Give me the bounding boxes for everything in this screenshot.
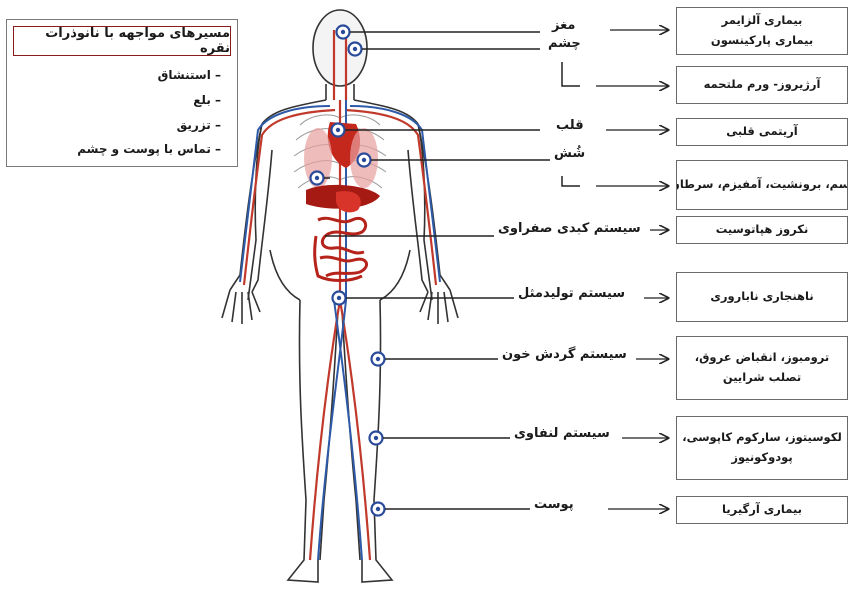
organs (304, 122, 380, 281)
disease-text: بیماری پارکینسون (711, 31, 813, 51)
disease-box-reproductive: ناهنجاری ناباروری (676, 272, 848, 322)
disease-text: آسم، برونشیت، آمفیزم، سرطان (676, 175, 848, 195)
disease-box-lung: آسم، برونشیت، آمفیزم، سرطان (676, 160, 848, 210)
disease-box-brain: بیماری آلزایمر بیماری پارکینسون (676, 7, 848, 55)
disease-text: ناهنجاری ناباروری (710, 287, 813, 307)
disease-box-circulatory: ترومبوز، انقباض عروق، تصلب شرایین (676, 336, 848, 400)
disease-text: بیماری آلزایمر (722, 11, 803, 31)
organ-label-circulatory: سیستم گردش خون (502, 347, 627, 362)
organ-label-skin: پوست (534, 497, 574, 512)
disease-text: نکروز هپاتوسیت (716, 220, 809, 240)
disease-text: تصلب شرایین (723, 368, 801, 388)
disease-text: لکوسیتوز، سارکوم کاپوسی، (682, 428, 842, 448)
disease-box-lymphatic: لکوسیتوز، سارکوم کاپوسی، پودوکونیوز (676, 416, 848, 480)
disease-box-heart: آریتمی قلبی (676, 118, 848, 146)
organ-label-lung: شُش (554, 146, 585, 161)
organ-label-reproductive: سیستم تولیدمثل (518, 286, 625, 301)
disease-text: آرژیروز- ورم ملتحمه (704, 75, 821, 95)
disease-box-skin: بیماری آرگیریا (676, 496, 848, 524)
organ-label-lymphatic: سیستم لنفاوی (514, 426, 610, 441)
disease-text: بیماری آرگیریا (722, 500, 802, 520)
disease-text: ترومبوز، انقباض عروق، (695, 348, 829, 368)
disease-text: پودوکونیوز (731, 448, 792, 468)
disease-text: آریتمی قلبی (726, 122, 797, 142)
disease-box-eye: آرژیروز- ورم ملتحمه (676, 66, 848, 104)
organ-label-brain: مغز (552, 18, 575, 33)
organ-label-heart: قلب (556, 118, 584, 133)
organ-label-eye: چشم (548, 36, 581, 51)
disease-box-liver: نکروز هپاتوسیت (676, 216, 848, 244)
organ-label-hepatobiliary: سیستم کبدی صفراوی (498, 221, 641, 236)
